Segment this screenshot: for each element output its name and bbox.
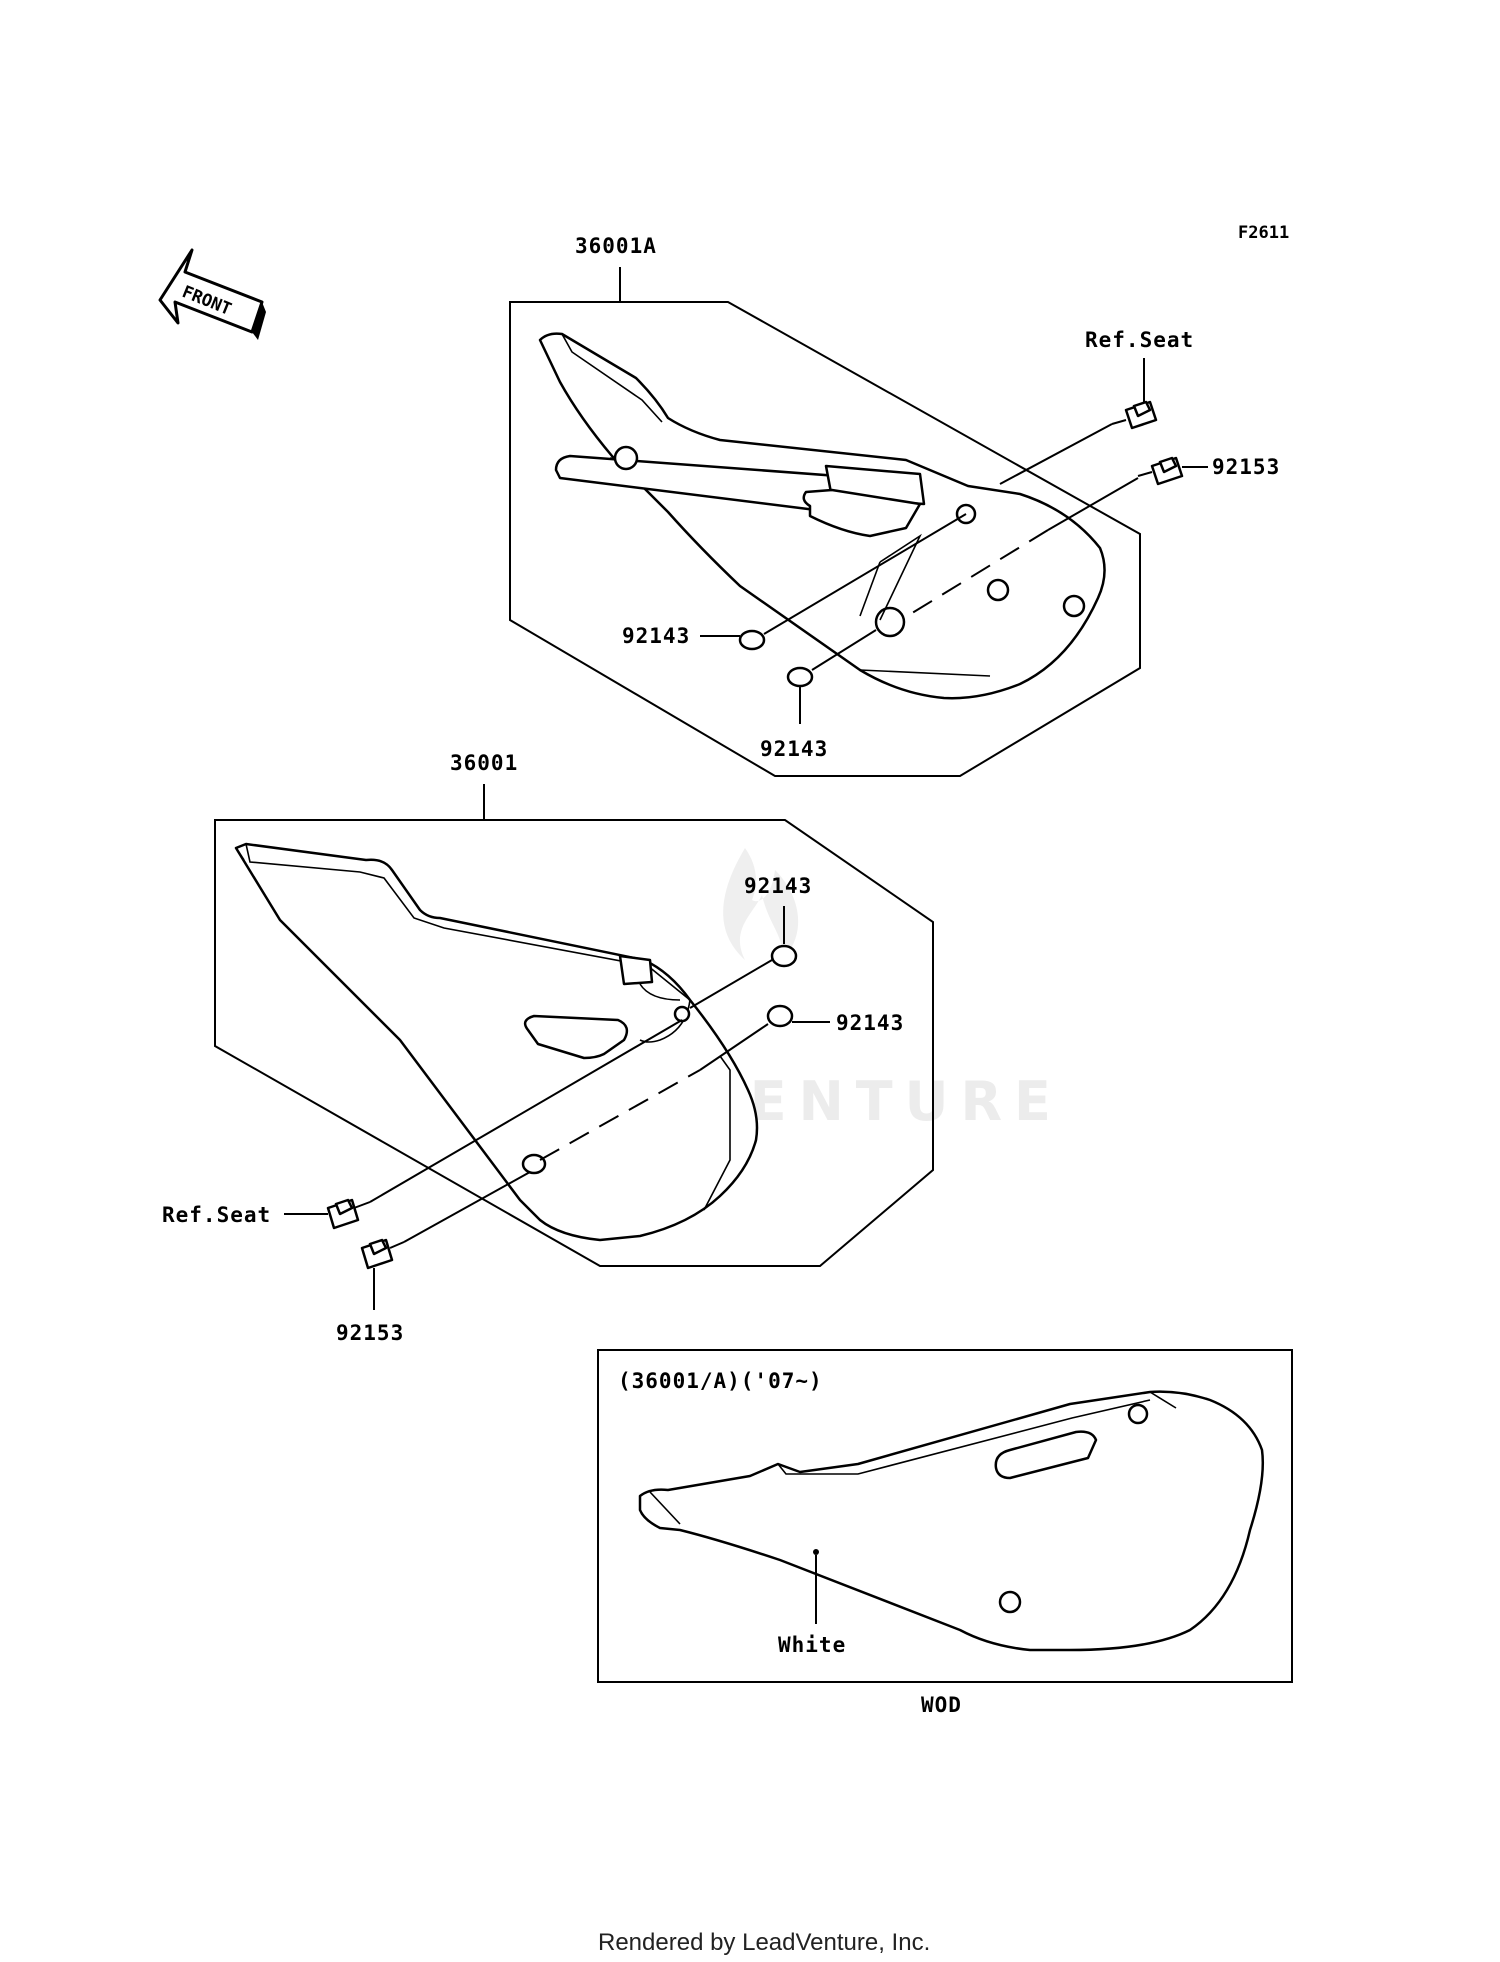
side-cover-left xyxy=(234,842,759,1242)
footer-credit: Rendered by LeadVenture, Inc. xyxy=(598,1929,930,1956)
label-92153-lower: 92153 xyxy=(336,1321,404,1345)
ref-seat-bolt-upper xyxy=(1111,400,1158,430)
washer-92143-lower-b xyxy=(766,1004,794,1028)
bolt-92153-upper xyxy=(1137,456,1184,486)
mount-boss-front xyxy=(613,445,639,471)
color-label-white: White xyxy=(778,1633,846,1657)
label-92143-upper-b: 92143 xyxy=(760,737,828,761)
lower-assembly-frame xyxy=(214,819,934,1267)
inset-title: (36001/A)('07~) xyxy=(618,1369,823,1393)
inset-frame xyxy=(597,1349,1293,1683)
bolt-92153-lower xyxy=(360,1238,405,1270)
inset-panel: (36001/A)('07~) White xyxy=(597,1349,1293,1683)
washer-92143-upper-b xyxy=(786,666,814,688)
upper-assembly-frame xyxy=(509,301,1141,777)
mount-hole-left-low xyxy=(521,1153,547,1175)
ref-seat-bolt-lower xyxy=(326,1198,371,1230)
part-number-36001: 36001 xyxy=(450,751,518,775)
inset-hole-low xyxy=(998,1590,1022,1614)
inset-slot xyxy=(994,1430,1098,1480)
side-cover-left-boss xyxy=(618,954,654,986)
label-92143-upper-a: 92143 xyxy=(622,624,690,648)
washer-92143-lower-a xyxy=(770,944,798,968)
lower-assembly: 36001 921 xyxy=(162,751,934,1345)
mount-boss-lower xyxy=(874,606,906,638)
label-ref-seat-upper: Ref.Seat xyxy=(1085,328,1194,352)
mount-hole-rear xyxy=(1062,594,1086,618)
mount-hole-mid xyxy=(986,578,1010,602)
inset-hole-top xyxy=(1127,1403,1149,1425)
side-cover-inset xyxy=(638,1390,1265,1652)
model-code: WOD xyxy=(921,1693,962,1717)
side-cover-left-slot xyxy=(523,1014,629,1060)
figure-code: F2611 xyxy=(1238,223,1289,243)
label-92143-lower-a: 92143 xyxy=(744,874,812,898)
front-arrow-icon: FRONT xyxy=(158,248,266,340)
part-number-36001a: 36001A xyxy=(575,234,657,258)
label-92153-upper: 92153 xyxy=(1212,455,1280,479)
washer-92143-upper-a xyxy=(738,629,766,651)
label-ref-seat-lower: Ref.Seat xyxy=(162,1203,271,1227)
label-92143-lower-b: 92143 xyxy=(836,1011,904,1035)
watermark-flame-icon xyxy=(723,848,799,965)
mount-hole-left-top xyxy=(673,1005,691,1023)
upper-assembly: 36001A xyxy=(509,234,1280,777)
